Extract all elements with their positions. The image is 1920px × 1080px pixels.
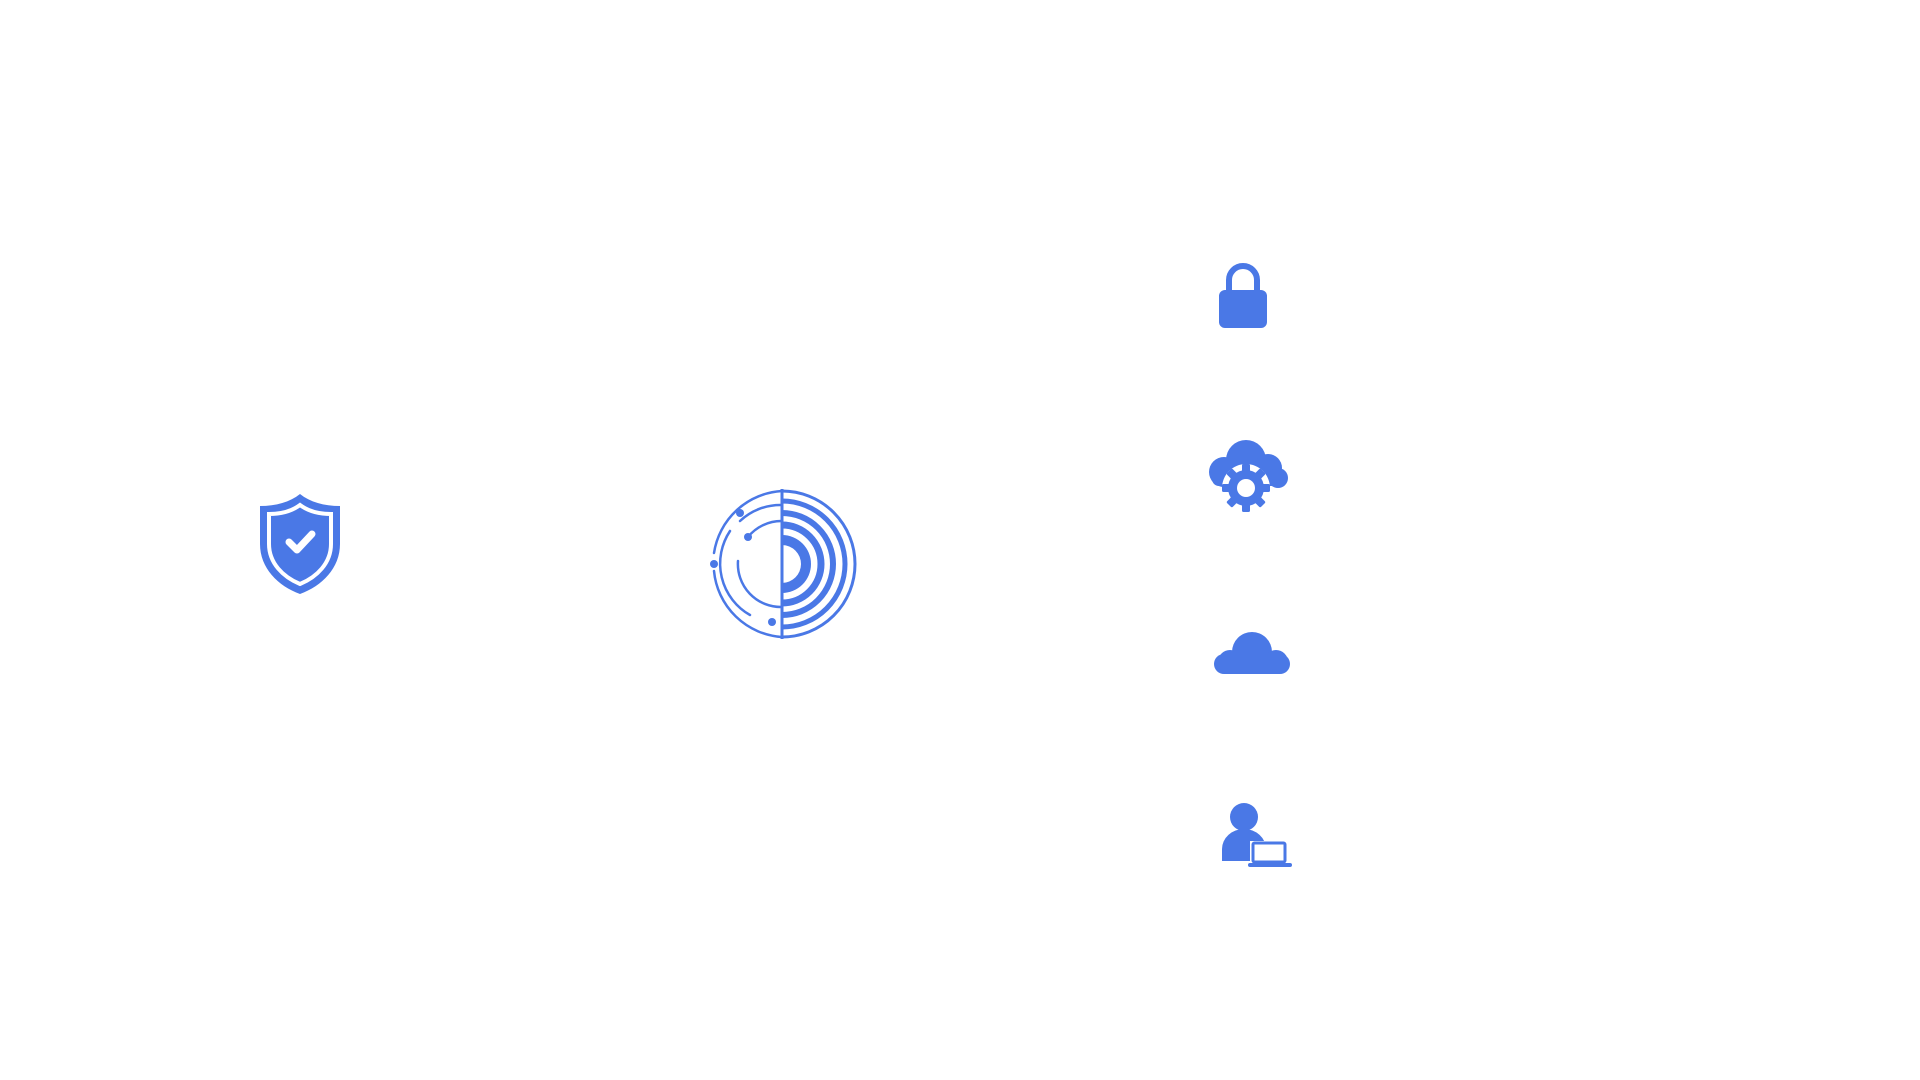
user-laptop-icon (1222, 803, 1292, 867)
circular-tech-logo (710, 489, 857, 639)
cloud-gear-icon (1209, 440, 1288, 512)
lock-icon (1219, 263, 1267, 328)
shield-check-icon (260, 494, 340, 594)
cloud-icon (1214, 632, 1290, 674)
